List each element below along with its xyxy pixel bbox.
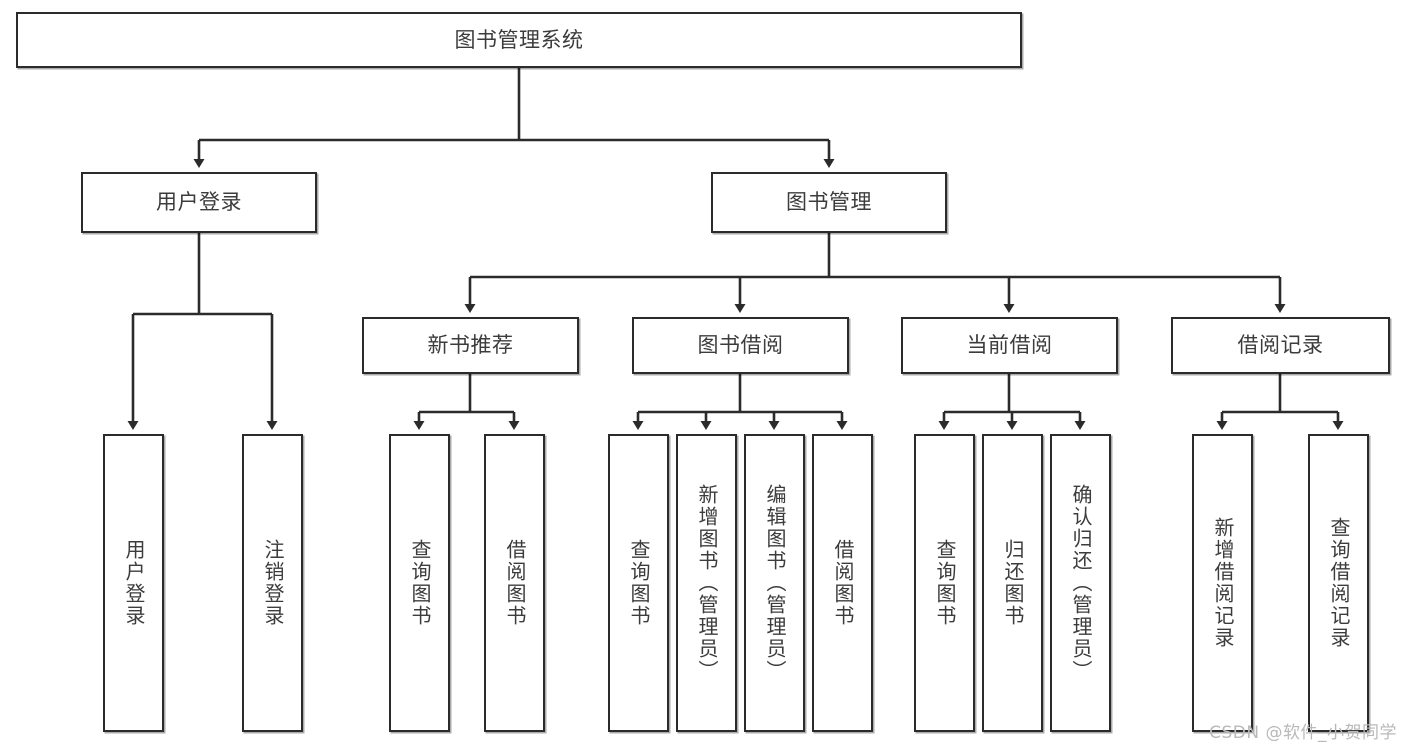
leaf-label: 查询图书 (408, 539, 432, 627)
leaf-label: 注销登录 (261, 539, 285, 627)
leaf-user-login[interactable]: 用户登录 (103, 434, 164, 732)
watermark: CSDN @软件_小贺同学 (1209, 723, 1397, 743)
node-book-management-label: 图书管理 (786, 190, 872, 215)
leaf-label: 归还图书 (1001, 539, 1025, 627)
leaf-query-borrow-record[interactable]: 查询借阅记录 (1308, 434, 1369, 732)
node-new-book-recommendation-label: 新书推荐 (427, 333, 514, 358)
leaf-label: 查询图书 (933, 539, 957, 627)
leaf-confirm-return-admin[interactable]: 确认归还（管理员） (1050, 434, 1111, 732)
node-current-borrow[interactable]: 当前借阅 (901, 317, 1118, 374)
leaf-label: 借阅图书 (503, 539, 527, 627)
node-new-book-recommendation[interactable]: 新书推荐 (362, 317, 579, 374)
leaf-borrow-book[interactable]: 借阅图书 (812, 434, 873, 732)
leaf-label: 借阅图书 (831, 539, 855, 627)
node-book-borrow[interactable]: 图书借阅 (632, 317, 849, 374)
leaf-label: 查询借阅记录 (1327, 517, 1351, 649)
leaf-query-book-recommend[interactable]: 查询图书 (389, 434, 450, 732)
leaf-label: 用户登录 (122, 539, 146, 627)
node-book-borrow-label: 图书借阅 (697, 333, 784, 358)
node-current-borrow-label: 当前借阅 (966, 333, 1053, 358)
leaf-query-book-borrow[interactable]: 查询图书 (608, 434, 669, 732)
leaf-label: 编辑图书（管理员） (763, 484, 787, 682)
leaf-return-book[interactable]: 归还图书 (982, 434, 1043, 732)
leaf-add-book-admin[interactable]: 新增图书（管理员） (676, 434, 737, 732)
leaf-query-book-current[interactable]: 查询图书 (914, 434, 975, 732)
leaf-borrow-book-recommend[interactable]: 借阅图书 (484, 434, 545, 732)
leaf-add-borrow-record[interactable]: 新增借阅记录 (1192, 434, 1253, 732)
node-borrow-record[interactable]: 借阅记录 (1171, 317, 1390, 374)
node-root[interactable]: 图书管理系统 (16, 12, 1022, 68)
leaf-logout[interactable]: 注销登录 (242, 434, 303, 732)
node-borrow-record-label: 借阅记录 (1237, 333, 1324, 358)
node-user-login[interactable]: 用户登录 (81, 172, 317, 233)
node-user-login-label: 用户登录 (156, 190, 242, 215)
leaf-label: 新增图书（管理员） (695, 484, 719, 682)
leaf-label: 新增借阅记录 (1211, 517, 1235, 649)
leaf-edit-book-admin[interactable]: 编辑图书（管理员） (744, 434, 805, 732)
node-root-label: 图书管理系统 (454, 27, 584, 52)
leaf-label: 确认归还（管理员） (1069, 484, 1093, 682)
leaf-label: 查询图书 (627, 539, 651, 627)
node-book-management[interactable]: 图书管理 (711, 172, 947, 233)
